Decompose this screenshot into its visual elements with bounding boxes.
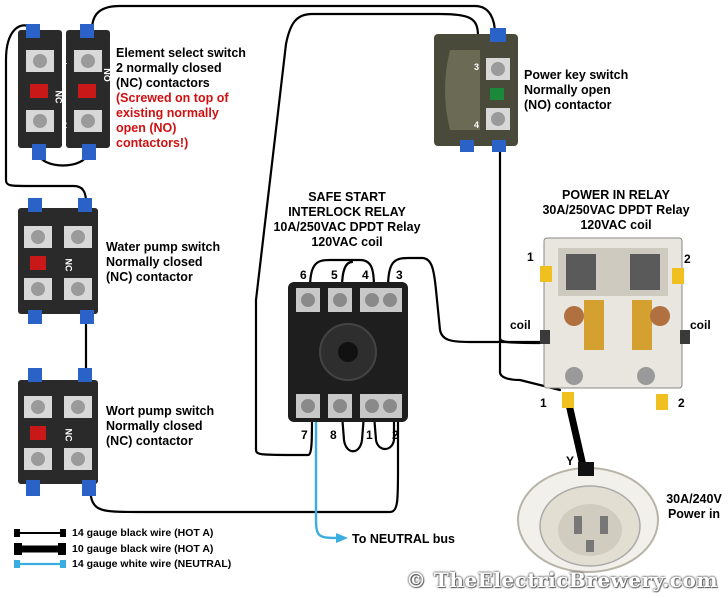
element-select-line-1: Element select switch [116,46,246,60]
wire-wort-to-interlock-2 [88,418,400,514]
interlock-terminal-8: 8 [330,428,337,442]
element-no-marking: NO [101,68,112,82]
plug-terminal-y: Y [566,454,575,468]
power-in-line-1: 30A/240V [666,492,722,506]
wire-interlock-3-to-coil [386,256,550,344]
relay-terminal-2-top: 2 [684,252,691,266]
legend-text-10-black: 10 gauge black wire (HOT A) [72,543,214,555]
power-in-relay-line-2: 30A/250VAC DPDT Relay [542,203,690,217]
interlock-terminal-7: 7 [301,428,308,442]
neutral-bus-label: To NEUTRAL bus [352,532,456,546]
interlock-terminal-6: 6 [300,268,307,282]
power-in-relay-line-3: 120VAC coil [580,218,652,232]
wort-pump-line-3: (NC) contactor [106,434,193,448]
element-select-note-1: (Screwed on top of [116,91,229,105]
element-select-switch [18,24,110,160]
wires-14-gauge [4,4,562,514]
wire-powerkey-to-relay1 [498,336,562,392]
relay-coil-left: coil [510,318,531,332]
powerkey-terminal-3: 3 [474,62,480,72]
safe-start-line-3: 10A/250VAC DPDT Relay [273,220,421,234]
element-select-label: Element select switch 2 normally closed … [116,46,246,151]
wire-powerkey-to-interlock-7 [254,12,480,457]
wire-powerkey-to-coil [498,148,542,345]
legend-item-14-black: 14 gauge black wire (HOT A) [72,526,213,540]
powerkey-terminal-4: 4 [474,120,480,130]
watermark: © TheElectricBrewery.com [405,568,718,592]
wort-pump-switch [18,368,98,496]
legend-swatches [14,529,66,568]
power-key-switch [434,28,518,152]
power-in-line-2: Power in [667,507,721,521]
power-key-line-2: Normally open [524,83,611,97]
water-pump-line-1: Water pump switch [106,240,221,254]
legend-text-14-white: 14 gauge white wire (NEUTRAL) [72,558,232,570]
wire-interlock-1-2 [372,413,396,451]
safe-start-label: SAFE START INTERLOCK RELAY 10A/250VAC DP… [262,190,432,250]
wire-interlock-6-4 [308,258,376,290]
wort-pump-label: Wort pump switch Normally closed (NC) co… [106,404,214,449]
water-nc-marking: NC [63,258,74,272]
wire-element-to-powerkey [90,4,497,36]
power-in-relay-label: POWER IN RELAY 30A/250VAC DPDT Relay 120… [528,188,704,233]
relay-terminal-2-bottom: 2 [678,396,685,410]
relay-coil-right: coil [690,318,711,332]
wort-nc-marking: NC [63,428,74,442]
interlock-terminal-1: 1 [366,428,373,442]
wire-neutral [314,410,341,540]
safe-start-line-2: INTERLOCK RELAY [288,205,406,219]
element-terminal-1: 1 [62,56,68,66]
legend-item-14-white: 14 gauge white wire (NEUTRAL) [72,557,231,571]
safe-start-line-4: 120VAC coil [311,235,383,249]
neutral-arrow-icon [336,533,348,543]
water-pump-label: Water pump switch Normally closed (NC) c… [106,240,220,285]
water-pump-switch [18,198,98,324]
wort-pump-line-2: Normally closed [106,419,203,433]
power-in-relay [540,237,690,410]
interlock-terminal-5: 5 [331,268,338,282]
legend-item-10-black: 10 gauge black wire (HOT A) [72,542,213,556]
water-pump-line-2: Normally closed [106,255,203,269]
element-select-note-2: existing normally [116,106,219,120]
relay-terminal-1-top: 1 [527,250,534,264]
relay-terminal-1-bottom: 1 [540,396,547,410]
power-inlet [517,462,659,573]
interlock-relay-socket [288,282,408,422]
interlock-terminal-3: 3 [396,268,403,282]
element-select-note-4: contactors!) [116,136,189,150]
power-in-relay-line-1: POWER IN RELAY [562,188,670,202]
power-in-label: 30A/240V Power in [662,492,726,522]
interlock-terminal-2: 2 [392,428,399,442]
power-key-label: Power key switch Normally open (NO) cont… [524,68,628,113]
element-select-line-3: (NC) contactors [116,76,210,90]
element-select-note-3: open (NO) [116,121,177,135]
power-key-line-3: (NO) contactor [524,98,612,112]
element-select-line-2: 2 normally closed [116,61,222,75]
power-key-line-1: Power key switch [524,68,629,82]
wire-element-to-water [4,24,88,204]
wort-pump-line-1: Wort pump switch [106,404,215,418]
wire-10-gauge-hot [564,396,588,474]
safe-start-line-1: SAFE START [308,190,386,204]
legend-text-14-black: 14 gauge black wire (HOT A) [72,527,214,539]
water-pump-line-3: (NC) contactor [106,270,193,284]
wire-interlock-8-1 [340,413,366,453]
interlock-terminal-4: 4 [362,268,369,282]
element-terminal-2: 2 [62,120,68,130]
element-nc-marking: NC [53,90,64,104]
